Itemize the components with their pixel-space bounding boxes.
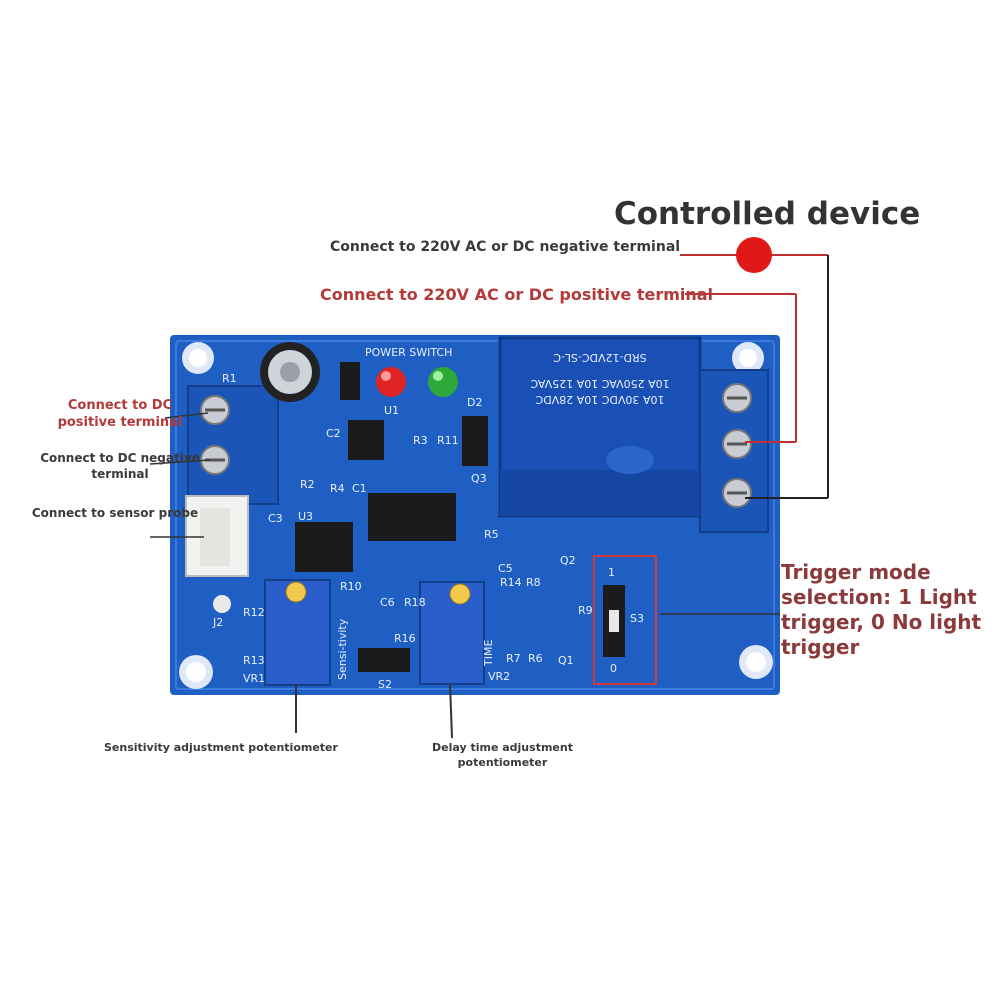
silkscreen: POWER SWITCH U1 D2 U3 J2 Q2 Q1 Q3 S3 1 0…: [212, 346, 644, 691]
silk-time: TIME: [482, 640, 495, 667]
silk-r12: R12: [243, 606, 265, 619]
silk-s2: S2: [378, 678, 392, 691]
ac-negative-label: Connect to 220V AC or DC negative termin…: [330, 239, 681, 255]
potentiometers: [264, 579, 485, 686]
silk-c1: C1: [352, 482, 367, 495]
power-switch-label: POWER SWITCH: [365, 346, 452, 359]
silk-r1: R1: [222, 372, 237, 385]
silk-r4: R4: [330, 482, 345, 495]
device-wires: [680, 237, 829, 499]
silk-u3: U3: [298, 510, 313, 523]
silk-sensitivity: Sensi-tivity: [336, 618, 349, 680]
mounting-holes: [179, 342, 773, 689]
silk-r18: R18: [404, 596, 426, 609]
dc-negative-label: Connect to DC negative terminal: [40, 451, 200, 481]
leds: [376, 367, 458, 397]
controlled-device-dot: [736, 237, 772, 273]
ics: [295, 362, 488, 572]
silk-r13: R13: [243, 654, 265, 667]
silk-c5: C5: [498, 562, 513, 575]
silk-u1: U1: [384, 404, 399, 417]
silk-r3: R3: [413, 434, 428, 447]
silk-vr1: VR1: [243, 672, 265, 685]
silk-q1: Q1: [558, 654, 574, 667]
trigger-mode-label: Trigger mode selection: 1 Light trigger,…: [781, 560, 982, 659]
silk-r2: R2: [300, 478, 315, 491]
capacitor-labels: C1 C2 C3 C5 C6: [268, 427, 513, 609]
relay-model-label: SRD-12VDC-SL-C: [553, 351, 647, 364]
silk-r8: R8: [526, 576, 541, 589]
ac-positive-label: Connect to 220V AC or DC positive termin…: [320, 285, 714, 304]
relay: SRD-12VDC-SL-C 10A 250VAC 10A 125VAC 10A…: [498, 336, 702, 518]
silk-j2: J2: [212, 616, 223, 629]
silk-r9: R9: [578, 604, 593, 617]
silk-c2: C2: [326, 427, 341, 440]
silk-jumper-1: 1: [608, 566, 615, 579]
silk-s3: S3: [630, 612, 644, 625]
silk-jumper-0: 0: [610, 662, 617, 675]
sensor-connector: [185, 495, 249, 613]
silk-r6: R6: [528, 652, 543, 665]
dc-positive-label: Connect to DC positive terminal: [57, 398, 183, 430]
sensor-probe-label: Connect to sensor probe: [31, 506, 199, 520]
silk-d2: D2: [467, 396, 482, 409]
silk-r7: R7: [506, 652, 521, 665]
electrolytic-capacitor: [260, 342, 320, 402]
diagram-title: Controlled device: [614, 196, 921, 232]
switch-s2: [358, 648, 410, 672]
silk-r10: R10: [340, 580, 362, 593]
sensitivity-pot-label: Sensitivity adjustment potentiometer: [104, 741, 338, 754]
resistor-labels: R1 R2 R3 R4 R5 R6 R7 R8 R9 R10 R11 R12 R…: [222, 372, 593, 667]
silk-c6: C6: [380, 596, 395, 609]
relay-rating-2: 10A 30VDC 10A 28VDC: [535, 393, 664, 406]
silk-r11: R11: [437, 434, 459, 447]
delay-pot-label: Delay time adjustment potentiometer: [432, 741, 573, 769]
silk-c3: C3: [268, 512, 283, 525]
silk-vr2: VR2: [488, 670, 510, 683]
output-terminal-block: [699, 369, 769, 533]
silk-q2: Q2: [560, 554, 576, 567]
silk-r5: R5: [484, 528, 499, 541]
silk-r14: R14: [500, 576, 522, 589]
silk-r16: R16: [394, 632, 416, 645]
dc-terminal-block: [187, 385, 279, 505]
callout-lines: [149, 412, 780, 739]
relay-rating-1: 10A 250VAC 10A 125VAC: [530, 377, 670, 390]
jumper-s3: [593, 555, 657, 685]
silk-q3: Q3: [471, 472, 487, 485]
